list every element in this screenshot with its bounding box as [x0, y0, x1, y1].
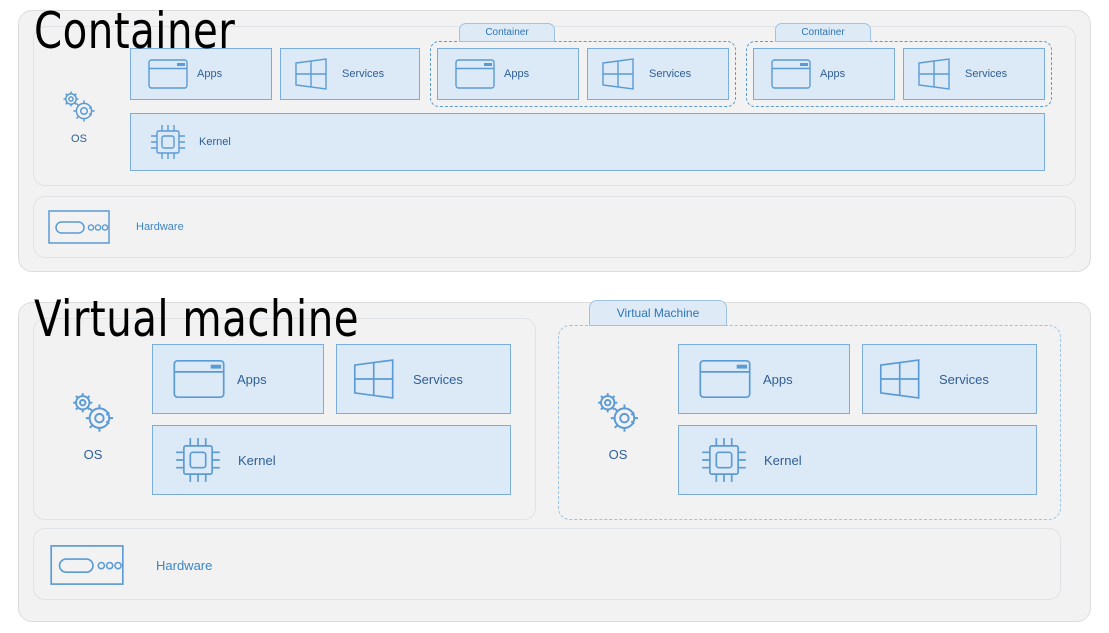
server-icon	[48, 210, 110, 244]
vm2-os-cell: OS	[583, 382, 653, 468]
container-apps-box-2[interactable]: Apps	[437, 48, 579, 100]
container-services-box-3[interactable]: Services	[903, 48, 1045, 100]
page-title-container: Container	[34, 2, 236, 60]
services-label: Services	[965, 68, 1008, 80]
windows-logo-icon	[351, 357, 399, 401]
apps-label: Apps	[763, 371, 793, 387]
vm-tab-2[interactable]: Virtual Machine	[589, 300, 727, 326]
container-hardware-row[interactable]: Hardware	[48, 208, 448, 246]
vm-hardware-row[interactable]: Hardware	[50, 542, 470, 588]
window-icon	[148, 59, 188, 89]
os-label: OS	[71, 132, 87, 145]
services-label: Services	[342, 68, 385, 80]
windows-logo-icon	[877, 357, 925, 401]
container-apps-box-1[interactable]: Apps	[130, 48, 272, 100]
cpu-chip-icon	[697, 433, 751, 487]
vm1-os-cell: OS	[58, 382, 128, 468]
vm2-services-box[interactable]: Services	[862, 344, 1037, 414]
container-hardware-panel	[33, 196, 1076, 258]
window-icon	[455, 59, 495, 89]
container-kernel-box[interactable]: Kernel	[130, 113, 1045, 171]
services-label: Services	[939, 371, 989, 387]
gears-icon	[58, 88, 100, 126]
window-icon	[699, 359, 751, 399]
vm1-kernel-box[interactable]: Kernel	[152, 425, 511, 495]
container-apps-box-3[interactable]: Apps	[753, 48, 895, 100]
container-group-3	[746, 41, 1052, 107]
hardware-label: Hardware	[136, 221, 184, 233]
windows-logo-icon	[916, 57, 954, 91]
window-icon	[771, 59, 811, 89]
vm2-kernel-box[interactable]: Kernel	[678, 425, 1037, 495]
services-label: Services	[413, 371, 463, 387]
windows-logo-icon	[293, 57, 331, 91]
page-title-virtual-machine: Virtual machine	[34, 290, 360, 348]
hardware-label: Hardware	[156, 557, 213, 573]
server-icon	[50, 544, 124, 586]
os-label: OS	[83, 447, 103, 462]
gears-icon	[66, 388, 120, 438]
kernel-label: Kernel	[764, 452, 802, 468]
container-services-box-2[interactable]: Services	[587, 48, 729, 100]
os-label: OS	[608, 447, 628, 462]
vm2-apps-box[interactable]: Apps	[678, 344, 850, 414]
services-label: Services	[649, 68, 692, 80]
vm-hardware-panel	[33, 528, 1061, 600]
container-services-box-1[interactable]: Services	[280, 48, 420, 100]
apps-label: Apps	[504, 68, 530, 80]
cpu-chip-icon	[147, 121, 189, 163]
container-group-2	[430, 41, 736, 107]
gears-icon	[591, 388, 645, 438]
vm1-services-box[interactable]: Services	[336, 344, 511, 414]
windows-logo-icon	[600, 57, 638, 91]
container-os-cell: OS	[50, 85, 108, 147]
window-icon	[173, 359, 225, 399]
kernel-label: Kernel	[238, 452, 276, 468]
apps-label: Apps	[197, 68, 223, 80]
kernel-label: Kernel	[199, 136, 231, 148]
container-tab-2[interactable]: Container	[459, 23, 555, 42]
cpu-chip-icon	[171, 433, 225, 487]
vm1-apps-box[interactable]: Apps	[152, 344, 324, 414]
apps-label: Apps	[237, 371, 267, 387]
container-tab-3[interactable]: Container	[775, 23, 871, 42]
apps-label: Apps	[820, 68, 846, 80]
